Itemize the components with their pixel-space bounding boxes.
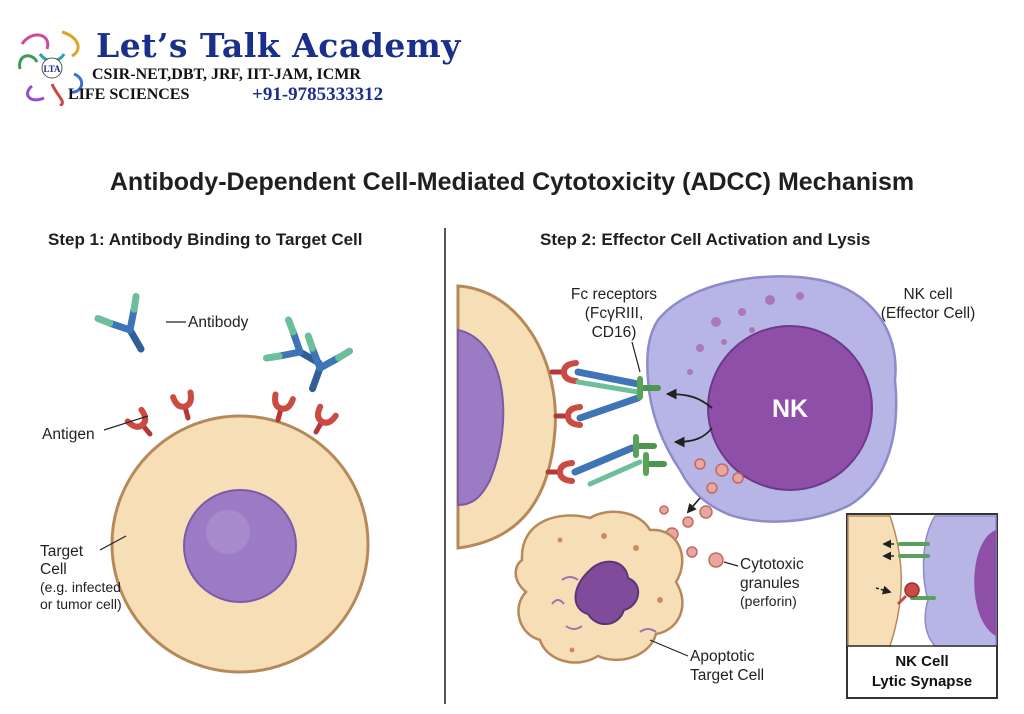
brand-exams: CSIR-NET,DBT, JRF, IIT-JAM, ICMR [92, 66, 361, 83]
nk-cell-label-1: NK cell [903, 286, 952, 303]
granules-label-2: granules [740, 575, 800, 592]
granules-label-1: Cytotoxic [740, 556, 804, 573]
logo-text: LTA [43, 64, 61, 74]
nk-nucleus [707, 325, 873, 491]
antigen-marker-1 [128, 410, 157, 440]
inset-title-1: NK Cell [895, 653, 948, 670]
brand-subject: LIFE SCIENCES [68, 86, 190, 103]
academy-logo-icon: LTA [18, 30, 84, 106]
antigen-marker-2 [173, 392, 197, 420]
fc-receptor-3 [646, 455, 664, 473]
step1-title: Step 1: Antibody Binding to Target Cell [48, 230, 363, 249]
nk-cell-label-2: (Effector Cell) [881, 305, 975, 322]
brand-name: Let’s Talk Academy [96, 26, 461, 65]
lytic-synapse-inset: NK Cell Lytic Synapse [846, 513, 998, 699]
brand-header: LTA Let’s Talk Academy CSIR-NET,DBT, JRF… [8, 20, 460, 108]
antigen-label: Antigen [42, 426, 95, 443]
step1-panel: Antibody Antigen Target Cell (e.g. infec… [40, 296, 370, 674]
antigen-marker-4 [308, 407, 336, 437]
inset-title-2: Lytic Synapse [872, 673, 972, 690]
target-label-1: Target [40, 543, 84, 560]
apoptotic-label-1: Apoptotic [690, 648, 755, 665]
target-label-4: or tumor cell) [40, 596, 122, 612]
granules-label-3: (perforin) [740, 593, 797, 609]
target-label-3: (e.g. infected [40, 579, 121, 595]
antigen-marker-3 [269, 394, 293, 422]
fc-label-1: Fc receptors [571, 286, 657, 303]
nk-nucleus-label: NK [772, 395, 808, 423]
apoptotic-label-2: Target Cell [690, 667, 764, 684]
fc-label-2: (FcγRIII, [585, 305, 644, 322]
antibody-label: Antibody [188, 314, 249, 331]
step2-title: Step 2: Effector Cell Activation and Lys… [540, 230, 871, 249]
panel-divider [444, 228, 446, 704]
target-label-2: Cell [40, 561, 67, 578]
released-granules [659, 458, 744, 568]
diagram-title: Antibody-Dependent Cell-Mediated Cytotox… [109, 168, 915, 196]
step2-panel: NK [456, 275, 998, 699]
brand-phone: +91-9785333312 [252, 84, 384, 105]
fc-label-3: CD16) [592, 324, 637, 341]
antibody-free [98, 296, 160, 360]
bridging-antibodies [571, 368, 643, 487]
